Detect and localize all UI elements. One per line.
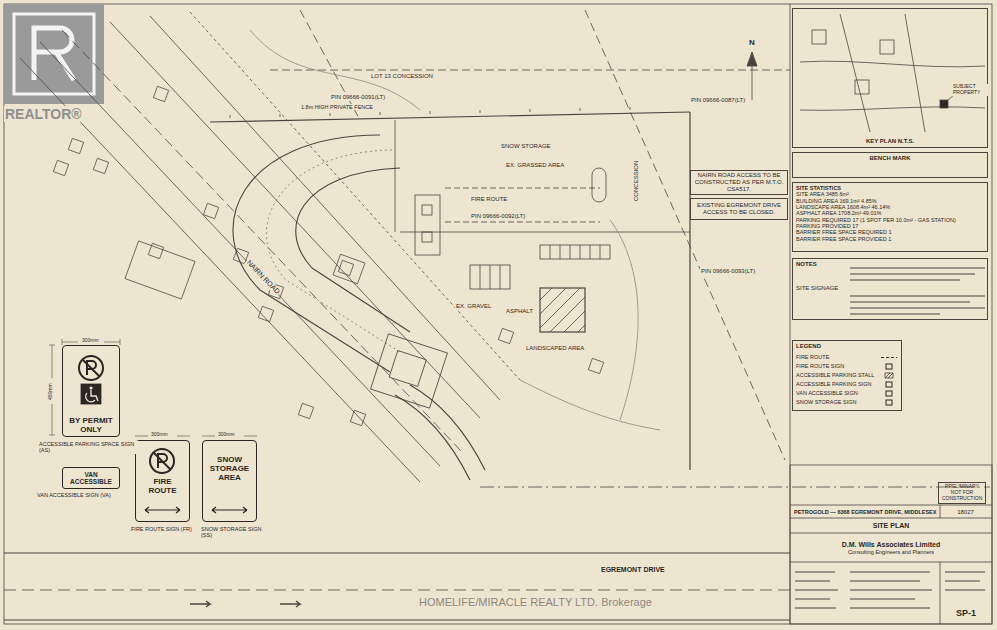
- legend-text: FIRE ROUTE SIGN: [796, 363, 844, 369]
- heading-text: SITE PLAN: [794, 522, 988, 530]
- firm-name: D.M. Wills Associates LimitedConsulting …: [791, 534, 991, 562]
- sign-caption: FIRE ROUTE SIGN (FR): [130, 526, 200, 532]
- legend-box: LEGEND FIRE ROUTE FIRE ROUTE SIGN ACCESSIBL…: [792, 340, 902, 411]
- legend-text: FIRE ROUTE: [796, 354, 829, 360]
- parcel-number: PIN 09666-0093(LT): [700, 268, 756, 275]
- legend-text: SNOW STORAGE SIGN: [796, 399, 856, 405]
- legend-sample: [880, 372, 898, 379]
- drawing-title: SITE PLAN: [791, 519, 991, 533]
- road-name: NAIRN ROAD: [244, 258, 282, 297]
- sign-caption: ACCESSIBLE PARKING SPACE SIGN (AS): [38, 441, 140, 454]
- legend-item: VAN ACCESSIBLE SIGN: [796, 390, 900, 398]
- route-label: FIRE ROUTE: [470, 196, 508, 203]
- legend-line: [881, 357, 897, 358]
- body-text: BUILDING AREA 169.1m² 4.85%: [796, 198, 984, 204]
- body-text: PARKING PROVIDED 17: [796, 223, 984, 229]
- lot-label: CONCESSION: [633, 160, 640, 202]
- bench-mark-box: BENCH MARK: [792, 152, 988, 178]
- legend-square: [886, 391, 892, 396]
- van-sign: VAN ACCESSIBLE: [62, 467, 120, 489]
- legend-sample: [880, 390, 898, 397]
- heading-text: PETROGOLD — 6368 EGREMONT DRIVE, MIDDLES…: [794, 509, 937, 515]
- road-name: EGREMONT DRIVE: [600, 566, 666, 574]
- note-box: EXISTING EGREMONT DRIVE ACCESS TO BE CLO…: [690, 198, 788, 220]
- notes-box: NOTES SITE SIGNAGE: [792, 258, 988, 320]
- body-text: FIRE ROUTE: [139, 477, 186, 495]
- body-text: NAIRN ROAD ACCESS TO BE CONSTRUCTED AS P…: [694, 172, 784, 193]
- sign-caption: VAN ACCESSIBLE SIGN (VA): [36, 492, 128, 498]
- body-text: 18027: [943, 509, 988, 516]
- parcel-number: PIN 09666-0092(LT): [470, 213, 526, 220]
- legend-item: ACCESSIBLE PARKING STALL: [796, 372, 900, 380]
- area-label: EX. GRASSED AREA: [505, 162, 565, 169]
- body-text: BY PERMIT ONLY: [66, 416, 116, 434]
- heading-text: LEGEND: [796, 343, 898, 350]
- heading-text: SP-1: [944, 608, 988, 618]
- legend-text: ACCESSIBLE PARKING SIGN: [796, 381, 871, 387]
- body-text: BARRIER FREE SPACE PROVIDED 1: [796, 236, 984, 242]
- body-text: SITE AREA 3485.6m²: [796, 191, 984, 197]
- legend-item: FIRE ROUTE SIGN: [796, 363, 900, 371]
- project-number: 18027: [940, 506, 991, 518]
- note-box: NAIRN ROAD ACCESS TO BE CONSTRUCTED AS P…: [690, 170, 788, 195]
- key-plan-box: KEY PLAN N.T.S.: [792, 8, 988, 148]
- legend-sample: [880, 381, 898, 388]
- area-label: ASPHALT: [505, 308, 534, 315]
- area-label: LANDSCAPED AREA: [525, 345, 585, 352]
- drawing-number: SP-1: [941, 604, 991, 623]
- legend-sample: [880, 363, 898, 370]
- body-text: BARRIER FREE SPACE REQUIRED 1: [796, 229, 984, 235]
- body-text: LANDSCAPE AREA 1608.4m² 46.14%: [796, 204, 984, 210]
- dimension: 300mm: [150, 432, 169, 438]
- legend-item: FIRE ROUTE: [796, 354, 900, 362]
- area-label: EX. GRAVEL: [455, 303, 492, 310]
- heading-text: NOTES: [796, 261, 984, 268]
- body-text: VAN ACCESSIBLE: [66, 471, 116, 486]
- body-text: SITE SIGNAGE: [796, 285, 984, 292]
- heading-text: SITE STATISTICS: [796, 185, 984, 191]
- watermark: HOMELIFE/MIRACLE REALTY LTD. Brokerage: [418, 596, 653, 609]
- body-text: PRELIMINARY NOT FOR CONSTRUCTION: [942, 484, 982, 501]
- body-text: EXISTING EGREMONT DRIVE ACCESS TO BE CLO…: [694, 202, 784, 216]
- subject-label: SUBJECT PROPERTY: [952, 84, 990, 96]
- lot-label: LOT 13 CONCESSION: [370, 73, 434, 80]
- sign-caption: SNOW STORAGE SIGN (SS): [200, 526, 272, 539]
- heading-text: KEY PLAN N.T.S.: [796, 138, 984, 145]
- parcel-number: PIN 09666-0091(LT): [330, 94, 386, 101]
- legend-square: [886, 400, 892, 405]
- legend-square: [886, 364, 892, 369]
- legend-text: VAN ACCESSIBLE SIGN: [796, 390, 858, 396]
- accessible-sign: BY PERMIT ONLY: [62, 345, 120, 437]
- site-statistics-table: SITE STATISTICSSITE AREA 3485.6m²BUILDIN…: [792, 182, 988, 252]
- legend-sample: [880, 354, 898, 361]
- north-label: N: [748, 38, 756, 47]
- watermark: REALTOR®: [4, 106, 83, 122]
- body-text: ASPHALT AREA 1708.2m² 49.01%: [796, 210, 984, 216]
- legend-item: SNOW STORAGE SIGN: [796, 399, 900, 407]
- dimension: 300mm: [81, 338, 100, 344]
- fence-label: 1.8m HIGH PRIVATE FENCE: [300, 104, 374, 110]
- fire-route-sign: FIRE ROUTE: [135, 440, 190, 522]
- legend-sample: [880, 399, 898, 406]
- dimension: 450mm: [48, 382, 54, 401]
- legend-hatch: [885, 373, 893, 378]
- project-title: PETROGOLD — 6368 EGREMONT DRIVE, MIDDLES…: [791, 506, 940, 518]
- legend-square: [886, 382, 892, 387]
- area-label: SNOW STORAGE: [500, 143, 552, 150]
- stamp-box: PRELIMINARY NOT FOR CONSTRUCTION: [938, 482, 986, 504]
- legend-item: ACCESSIBLE PARKING SIGN: [796, 381, 900, 389]
- snow-storage-sign: SNOW STORAGE AREA: [202, 440, 257, 522]
- body-text: PARKING REQUIRED 17 (1 SPOT PER 10.0m² -…: [796, 217, 984, 223]
- body-text: Consulting Engineers and Planners: [794, 549, 988, 555]
- heading-text: BENCH MARK: [796, 155, 984, 162]
- legend-text: ACCESSIBLE PARKING STALL: [796, 372, 874, 378]
- body-text: SNOW STORAGE AREA: [206, 455, 253, 483]
- parcel-number: PIN 09666-0087(LT): [690, 97, 746, 104]
- heading-text: D.M. Wills Associates Limited: [794, 541, 988, 549]
- dimension: 300mm: [217, 432, 236, 438]
